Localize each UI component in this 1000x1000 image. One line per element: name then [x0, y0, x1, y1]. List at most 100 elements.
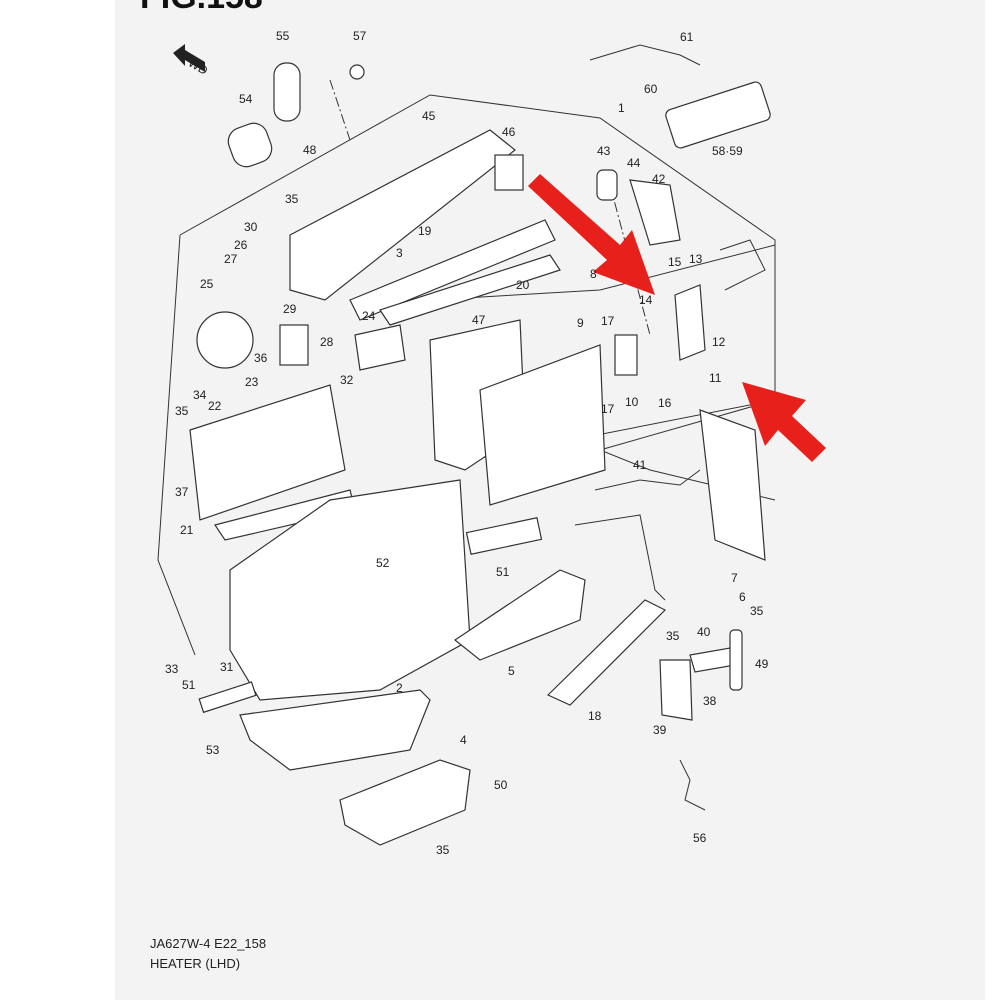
- callout: 40: [697, 625, 711, 639]
- part-54-cap: [227, 122, 273, 168]
- callout: 2: [396, 681, 403, 695]
- callout: 55: [276, 29, 290, 43]
- callout: 35: [666, 629, 680, 643]
- callout: 51: [496, 565, 510, 579]
- red-arrow-upper: [528, 174, 655, 295]
- callout: 50: [494, 778, 508, 792]
- callout: 51: [182, 678, 196, 692]
- callout: 35: [750, 604, 764, 618]
- part-14-seal: [674, 284, 706, 361]
- callout: 35: [175, 404, 189, 418]
- diagram-panel: [115, 0, 985, 1000]
- callout: 15: [668, 255, 682, 269]
- part-46-bracket: [494, 154, 524, 191]
- callout: 25: [200, 277, 214, 291]
- callout: 38: [703, 694, 717, 708]
- callout: 19: [418, 224, 432, 238]
- callout: 11: [709, 371, 722, 385]
- callout: 10: [625, 395, 639, 409]
- part-4-lower-case: [239, 689, 431, 771]
- callout: 46: [502, 125, 516, 139]
- part-39-bracket: [659, 659, 693, 721]
- callout: 27: [224, 252, 238, 266]
- callout: 34: [193, 388, 207, 402]
- callout: 23: [245, 375, 259, 389]
- part-49-bracket: [729, 629, 743, 691]
- part-25-blower-motor: [196, 311, 254, 369]
- callout: 39: [653, 723, 667, 737]
- callout: 3: [396, 246, 403, 260]
- callout: 35: [436, 843, 450, 857]
- callout: 56: [693, 831, 707, 845]
- callout-labels: 55 57 54 61 60 1 45 46 48 35 58·59 43 44…: [165, 29, 769, 857]
- part-51-lower-sensor: [198, 681, 257, 714]
- fwd-arrow-icon: FWD: [173, 44, 211, 78]
- callout: 47: [472, 313, 486, 327]
- callout: 44: [627, 156, 641, 170]
- callout: 58·59: [712, 144, 743, 158]
- callout: 5: [508, 664, 515, 678]
- callout: 1: [618, 101, 625, 115]
- part-18-heater-core: [546, 599, 667, 706]
- part-10-expansion-valve: [614, 334, 638, 376]
- callout: 29: [283, 302, 297, 316]
- callout: 57: [353, 29, 367, 43]
- part-61-harness: [589, 44, 701, 66]
- part-19-filter: [349, 219, 556, 321]
- callout: 17: [601, 314, 615, 328]
- leader-line: [329, 79, 351, 141]
- red-arrow-lower: [742, 382, 826, 462]
- diagram-code: JA627W-4 E22_158: [150, 936, 267, 951]
- part-5-duct: [453, 569, 586, 661]
- evaporator-frame: [429, 244, 776, 461]
- callout: 26: [234, 238, 248, 252]
- part-38-bracket: [689, 647, 736, 673]
- callout: 48: [303, 143, 317, 157]
- callout: 18: [588, 709, 602, 723]
- callout: 9: [577, 316, 584, 330]
- callout: 31: [220, 660, 234, 674]
- callout: 35: [285, 192, 299, 206]
- part-24-actuator: [354, 324, 406, 371]
- callout: 45: [422, 109, 436, 123]
- figure-title: FIG.158: [140, 0, 263, 17]
- assembly-frame-left: [157, 234, 196, 656]
- part-56-hose: [679, 759, 706, 811]
- callout: 32: [340, 373, 354, 387]
- part-22-37-louver: [189, 384, 346, 521]
- part-13-pipe: [719, 239, 766, 291]
- part-51-sensor: [465, 517, 543, 555]
- callout: 33: [165, 662, 179, 676]
- callout: 30: [244, 220, 258, 234]
- part-2-heater-case: [229, 479, 471, 701]
- part-42-valve: [629, 179, 681, 246]
- part-55-grommet: [273, 62, 301, 122]
- part-58-59-control-panel: [665, 81, 771, 149]
- part-43-seal: [596, 169, 618, 201]
- part-50-duct: [339, 759, 471, 846]
- part-18-pipes: [574, 514, 666, 601]
- part-45-duct: [289, 129, 516, 301]
- part-9-evaporator: [479, 344, 606, 506]
- part-20-filter: [379, 254, 561, 326]
- part-41-sensor-wire: [594, 469, 701, 491]
- callout: 14: [639, 293, 653, 307]
- callout: 36: [254, 351, 268, 365]
- callout: 41: [633, 458, 647, 472]
- callout: 7: [731, 571, 738, 585]
- svg-text:FWD: FWD: [180, 52, 211, 78]
- callout: 61: [680, 30, 694, 44]
- callout: 20: [516, 278, 530, 292]
- callout: 6: [739, 590, 746, 604]
- part-6-cover: [699, 409, 766, 561]
- callout: 60: [644, 82, 658, 96]
- callout: 37: [175, 485, 189, 499]
- part-57-nut: [349, 64, 365, 80]
- callout: 49: [755, 657, 769, 671]
- callout: 13: [689, 252, 703, 266]
- callout: 28: [320, 335, 334, 349]
- diagram-caption: HEATER (LHD): [150, 956, 241, 971]
- part-23-resistor: [279, 324, 309, 366]
- callout: 4: [460, 733, 467, 747]
- callout: 16: [658, 396, 672, 410]
